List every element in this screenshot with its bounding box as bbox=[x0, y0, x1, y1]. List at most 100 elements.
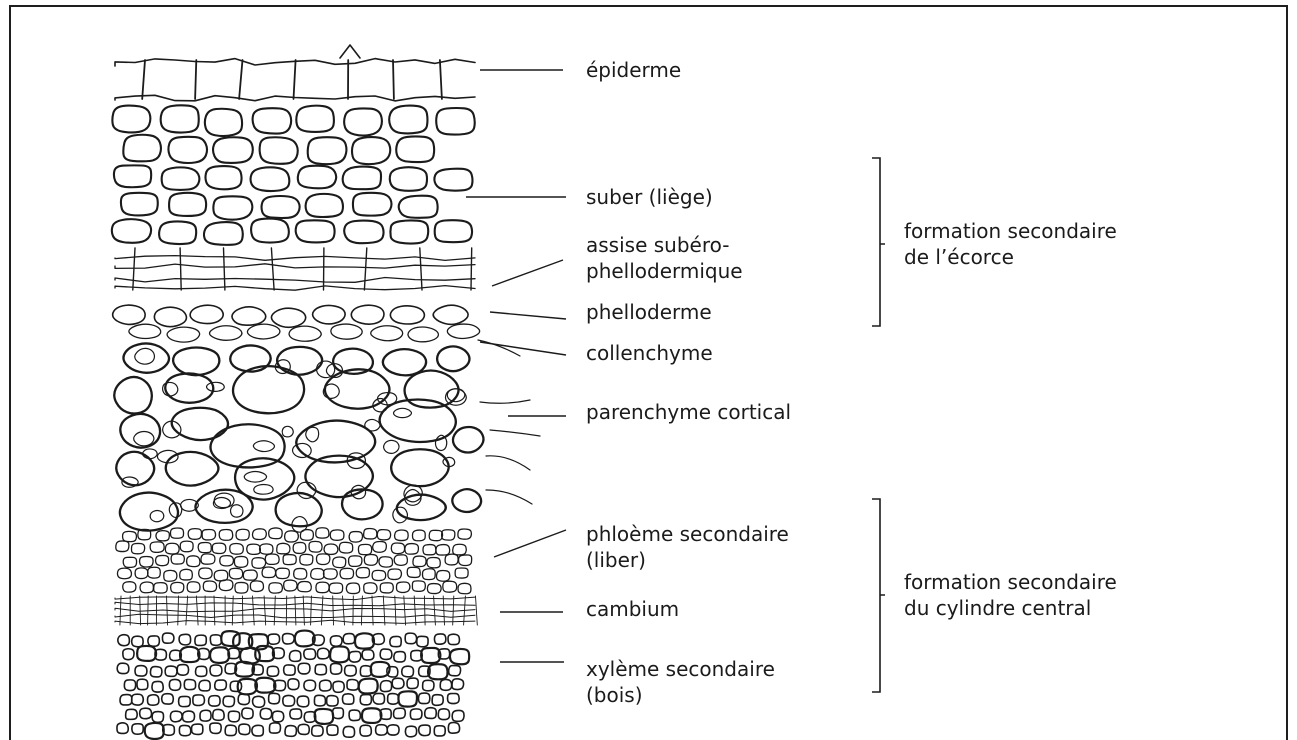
cell-outline bbox=[233, 366, 304, 413]
cell-outline bbox=[358, 544, 371, 554]
cell-outline bbox=[132, 636, 144, 647]
cell-outline bbox=[404, 596, 406, 625]
cell-outline bbox=[268, 634, 279, 644]
cell-outline bbox=[309, 541, 322, 552]
cell-outline bbox=[213, 196, 252, 219]
cell-outline bbox=[210, 326, 242, 341]
cell-outline bbox=[432, 695, 443, 706]
cell-outline bbox=[349, 532, 362, 543]
cell-outline bbox=[412, 530, 425, 541]
cell-outline bbox=[152, 681, 163, 692]
label-xyleme-secondaire: xylème secondaire (bois) bbox=[586, 656, 775, 708]
cell-outline bbox=[427, 584, 441, 594]
cell-outline bbox=[408, 327, 438, 342]
cell-outline bbox=[269, 583, 283, 593]
cell-outline bbox=[254, 484, 273, 494]
cell-outline bbox=[343, 596, 345, 625]
cell-outline bbox=[332, 708, 343, 719]
cell-outline bbox=[199, 568, 212, 579]
cell-outline bbox=[323, 569, 337, 579]
cell-outline bbox=[139, 557, 153, 568]
cell-outline bbox=[362, 650, 374, 660]
cell-outline bbox=[228, 711, 239, 722]
cell-outline bbox=[361, 596, 362, 625]
cell-outline bbox=[282, 426, 293, 437]
cell-outline bbox=[453, 544, 467, 555]
group-ecorce-line1: formation secondaire bbox=[904, 218, 1117, 244]
cell-outline bbox=[140, 708, 152, 718]
cell-outline bbox=[123, 531, 137, 541]
cell-outline bbox=[124, 680, 135, 691]
cell-outline bbox=[154, 583, 167, 593]
cell-outline bbox=[253, 596, 255, 625]
cell-outline bbox=[402, 666, 414, 677]
cell-outline bbox=[293, 443, 312, 457]
cell-outline bbox=[150, 542, 164, 553]
cell-outline bbox=[349, 710, 360, 721]
cell-outline bbox=[284, 665, 296, 675]
cell-outline bbox=[453, 596, 454, 625]
cell-outline bbox=[164, 570, 177, 581]
cell-outline bbox=[272, 711, 283, 722]
cell-outline bbox=[372, 596, 373, 625]
cell-outline bbox=[114, 377, 152, 414]
cell-outline bbox=[303, 596, 304, 625]
cell-outline bbox=[435, 220, 472, 242]
cell-outline bbox=[223, 696, 234, 707]
cell-outline bbox=[471, 248, 472, 290]
cell-outline bbox=[260, 544, 274, 554]
cell-outline bbox=[390, 636, 401, 646]
cell-outline bbox=[283, 634, 295, 644]
cell-outline bbox=[132, 724, 143, 734]
label-collenchyme: collenchyme bbox=[586, 340, 713, 366]
cell-outline bbox=[117, 568, 131, 579]
cell-outline bbox=[298, 166, 336, 189]
cell-outline bbox=[407, 567, 420, 577]
cell-outline bbox=[391, 543, 404, 554]
cell-outline bbox=[360, 695, 371, 705]
cell-outline bbox=[308, 137, 347, 164]
leader-lines bbox=[466, 70, 566, 662]
cell-outline bbox=[376, 725, 388, 735]
cell-outline bbox=[327, 696, 338, 706]
cell-outline bbox=[112, 219, 151, 243]
cell-outline bbox=[407, 678, 418, 688]
cell-outline bbox=[452, 710, 464, 721]
cell-outline bbox=[166, 452, 219, 486]
cell-outline bbox=[317, 648, 329, 659]
cell-outline bbox=[253, 441, 274, 452]
cell-outline bbox=[353, 193, 392, 216]
label-collenchyme-text: collenchyme bbox=[586, 340, 713, 366]
cell-outline bbox=[314, 695, 325, 706]
group-cylindre-line2: du cylindre central bbox=[904, 595, 1117, 621]
cell-outline bbox=[116, 541, 129, 552]
cell-outline bbox=[427, 557, 440, 567]
cell-outline bbox=[342, 694, 353, 704]
cell-outline bbox=[298, 663, 310, 674]
cell-outline bbox=[434, 169, 472, 191]
cell-outline bbox=[178, 596, 179, 625]
bracket-cylindre bbox=[872, 499, 885, 692]
cell-outline bbox=[193, 695, 205, 706]
cell-outline bbox=[180, 541, 193, 552]
cell-outline bbox=[198, 543, 211, 553]
cell-outline bbox=[239, 724, 250, 734]
cell-outline bbox=[452, 679, 464, 690]
cell-outline bbox=[429, 530, 442, 540]
cell-outline bbox=[390, 220, 428, 243]
cell-outline bbox=[390, 167, 427, 191]
cell-outline bbox=[170, 711, 182, 722]
cell-outline bbox=[180, 569, 193, 580]
cell-outline bbox=[209, 696, 221, 706]
cell-outline bbox=[247, 544, 261, 554]
cell-outline bbox=[167, 327, 200, 342]
cell-outline bbox=[117, 723, 128, 734]
cell-outline bbox=[262, 567, 276, 578]
cell-outline bbox=[154, 307, 186, 326]
cell-outline bbox=[162, 633, 173, 643]
cell-outline bbox=[204, 222, 243, 245]
cell-outline bbox=[113, 305, 146, 324]
cell-outline bbox=[238, 679, 257, 695]
cell-outline bbox=[331, 663, 342, 674]
